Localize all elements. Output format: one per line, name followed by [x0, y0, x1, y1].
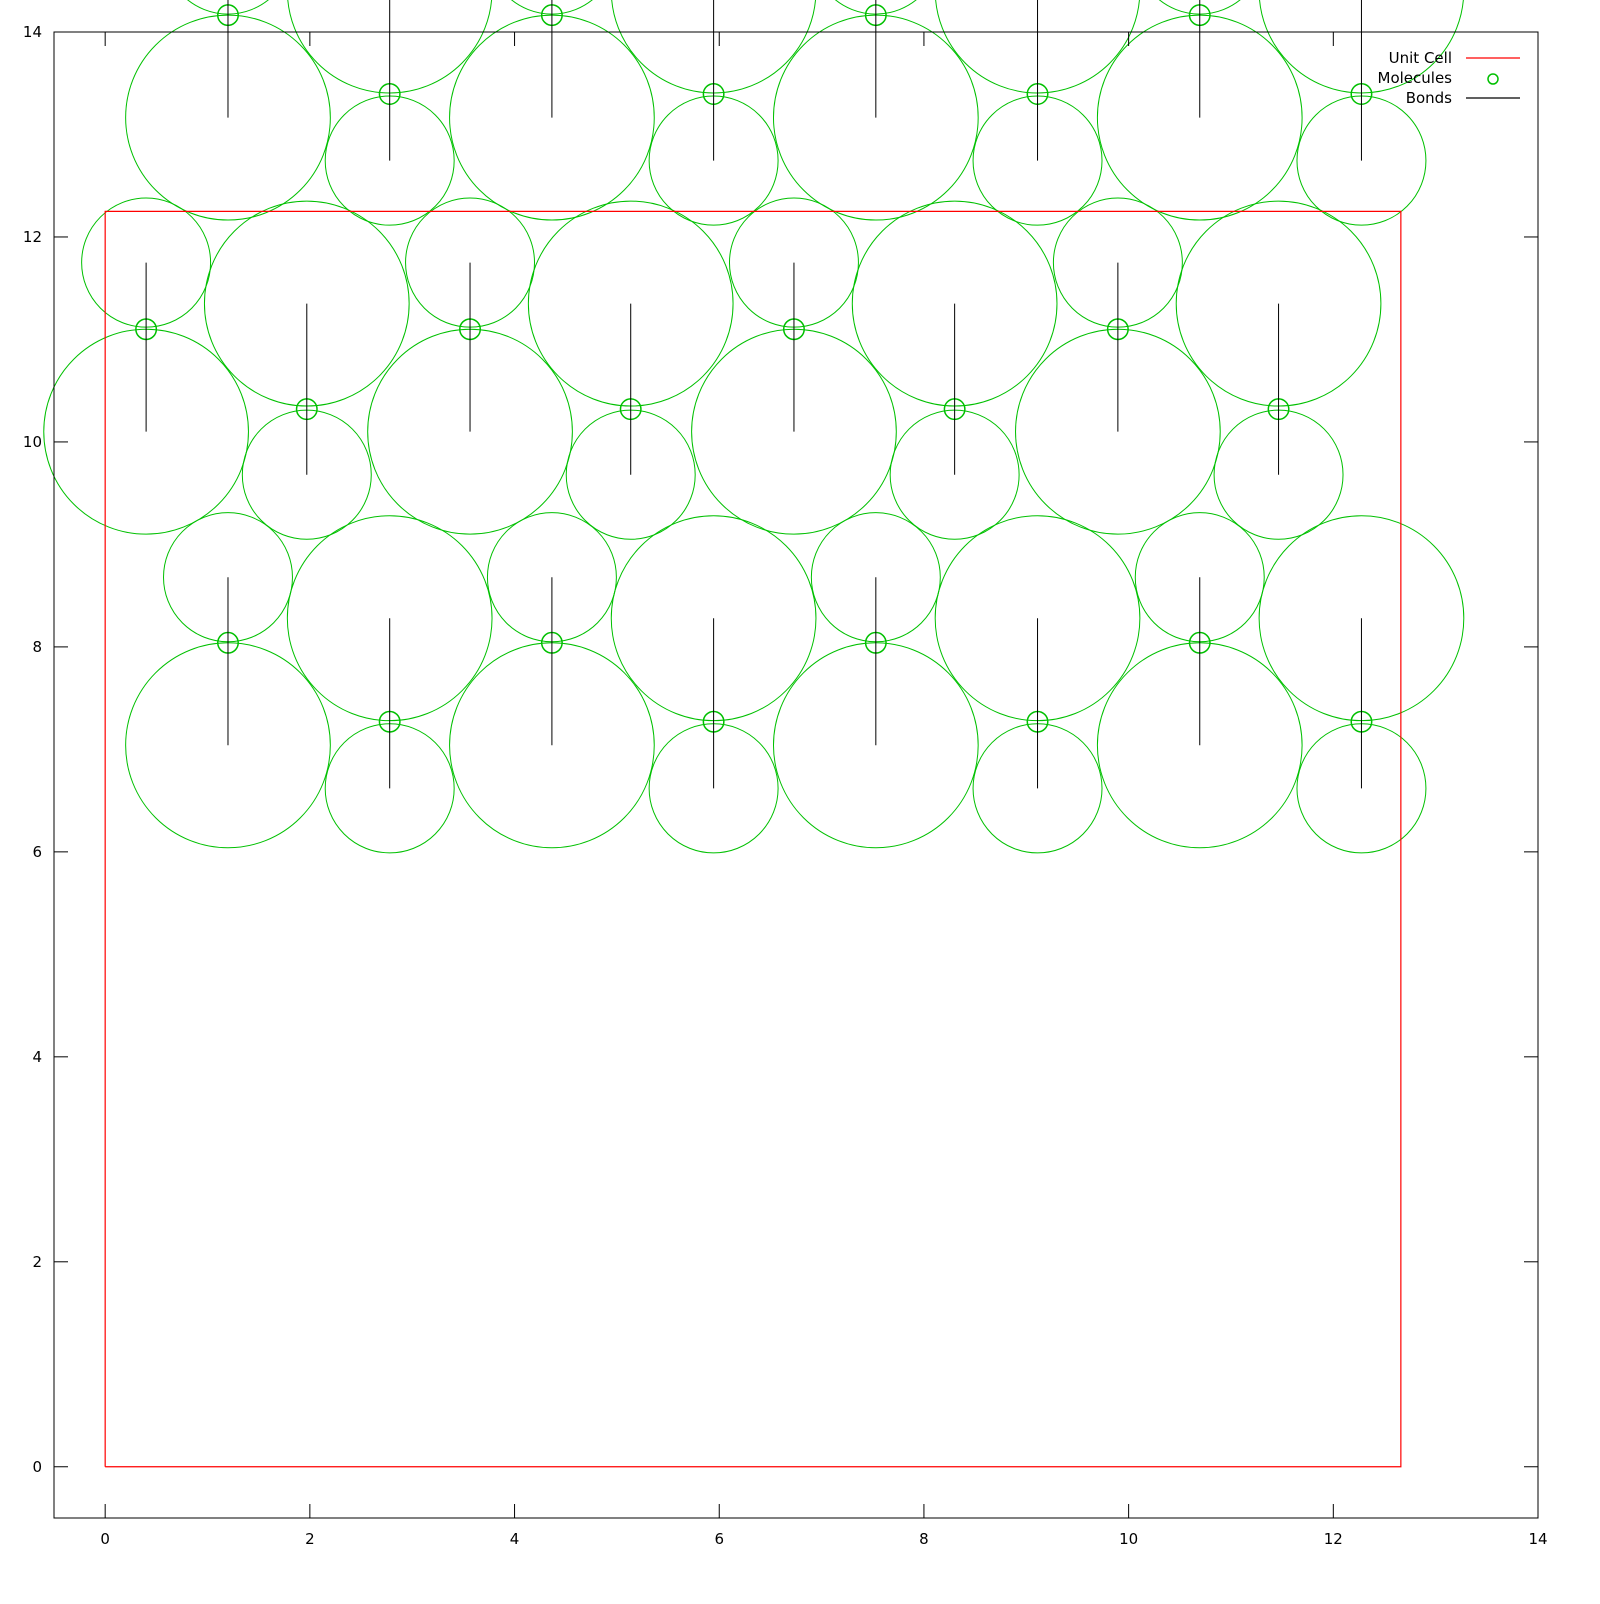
- y-tick-label: 8: [32, 638, 42, 656]
- axes-layer: 0 2 4 6 8 10 12 14 0 2 4 6 8 10 12 14: [23, 23, 1548, 1548]
- y-tick-label: 2: [32, 1253, 42, 1271]
- x-tick-label: 0: [100, 1530, 110, 1548]
- y-tick-label: 0: [32, 1458, 42, 1476]
- legend-label: Molecules: [1378, 69, 1453, 87]
- legend-swatch-circle: [1487, 73, 1499, 85]
- legend-label: Unit Cell: [1389, 49, 1452, 67]
- x-tick-label: 2: [305, 1530, 315, 1548]
- bonds-layer: [145, 0, 1362, 789]
- y-tick-label: 10: [23, 433, 42, 451]
- y-tick-label: 6: [32, 843, 42, 861]
- x-tick-label: 14: [1528, 1530, 1547, 1548]
- y-tick-label: 4: [32, 1048, 42, 1066]
- x-tick-label: 12: [1324, 1530, 1343, 1548]
- legend-label: Bonds: [1406, 89, 1452, 107]
- x-tick-label: 6: [714, 1530, 724, 1548]
- unit-cell-outline: [104, 210, 1402, 1468]
- x-tick-label: 8: [919, 1530, 929, 1548]
- plot-frame: [53, 31, 1539, 1519]
- y-tick-label: 14: [23, 23, 42, 41]
- unit-cell-layer: [104, 210, 1402, 1468]
- molecules-layer: [43, 0, 1465, 854]
- x-tick-label: 10: [1119, 1530, 1138, 1548]
- y-tick-label: 12: [23, 228, 42, 246]
- x-tick-label: 4: [510, 1530, 520, 1548]
